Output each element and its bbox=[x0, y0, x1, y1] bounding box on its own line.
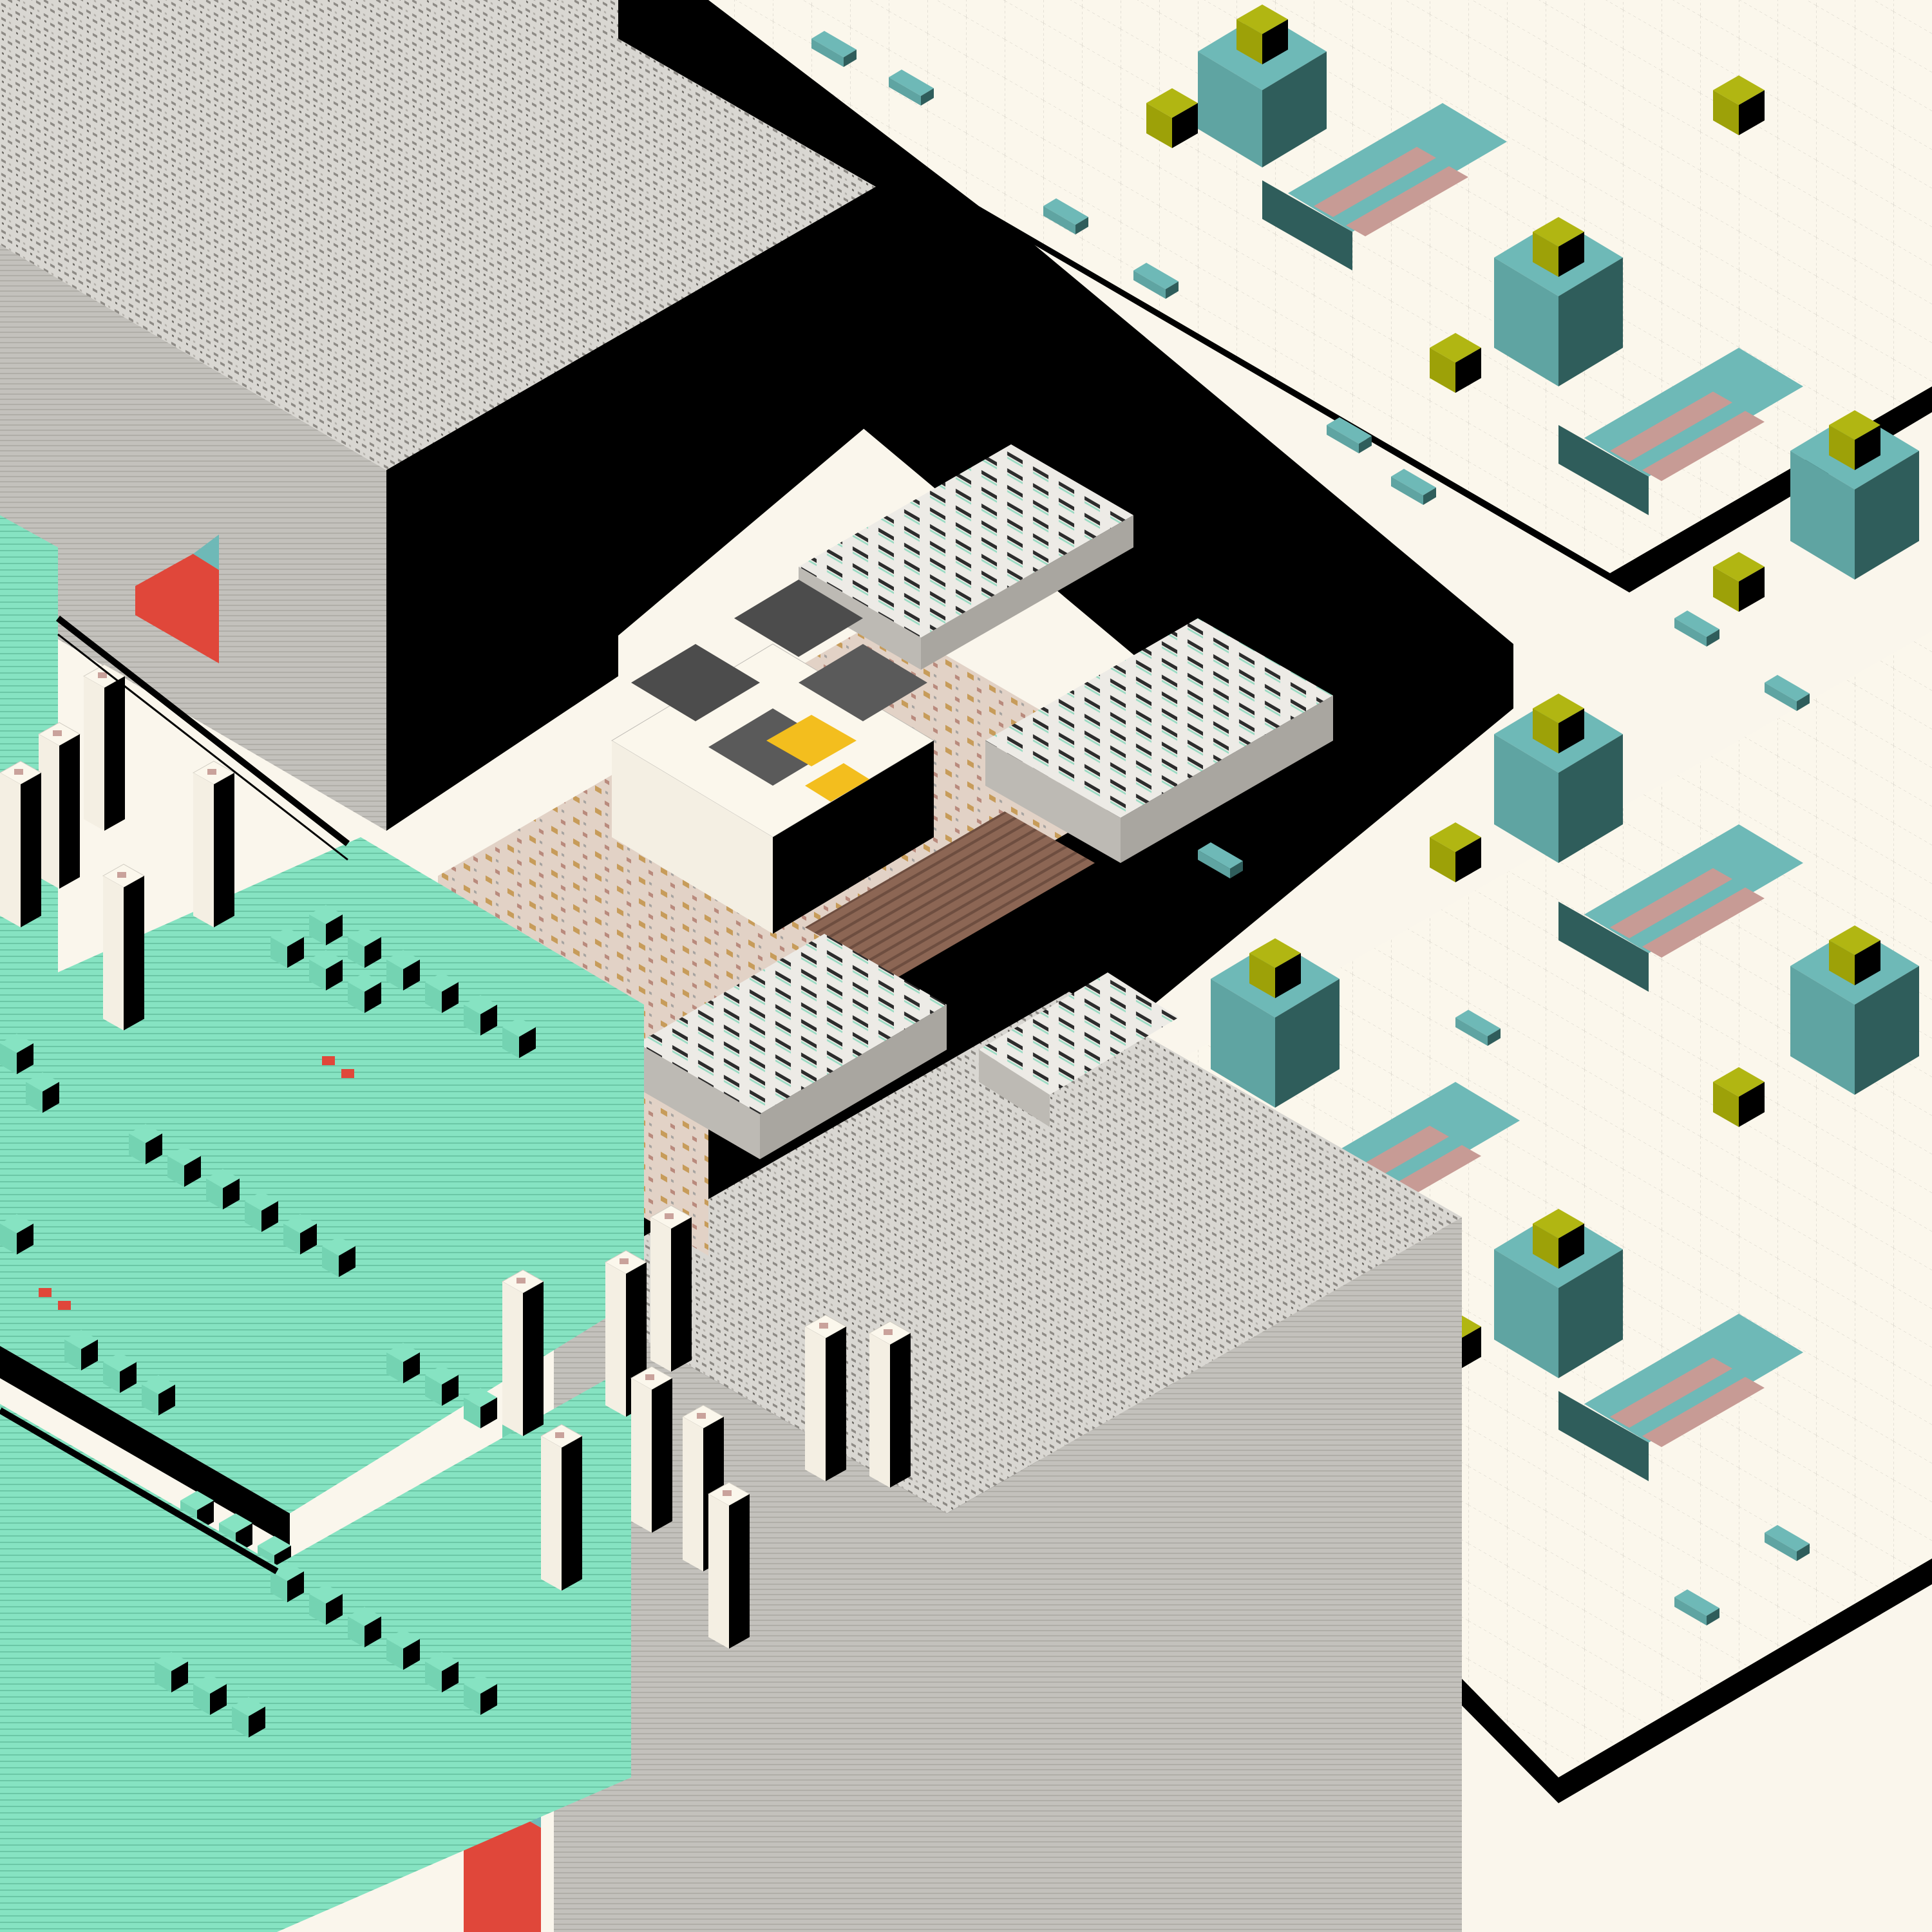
teal-courtyard bbox=[1262, 103, 1507, 270]
yellow-block bbox=[766, 715, 869, 802]
teal-courtyard bbox=[1558, 348, 1803, 515]
mint-district-lower bbox=[0, 1365, 631, 1932]
teal-block bbox=[1494, 694, 1623, 863]
teal-block bbox=[1494, 217, 1623, 386]
row-building bbox=[638, 934, 947, 1159]
grey-mass-lower bbox=[554, 992, 1462, 1932]
teal-block bbox=[1790, 410, 1919, 580]
teal-courtyard bbox=[1558, 1314, 1803, 1481]
road-edge-lines bbox=[0, 616, 350, 1575]
teal-courtyard bbox=[1558, 824, 1803, 992]
teal-block bbox=[1198, 5, 1327, 167]
teal-block bbox=[1211, 938, 1340, 1108]
grey-mass-upper bbox=[0, 0, 876, 831]
row-building bbox=[985, 618, 1333, 863]
teal-block bbox=[1494, 1209, 1623, 1378]
red-block bbox=[135, 535, 219, 663]
row-building bbox=[979, 972, 1179, 1127]
dark-channel bbox=[386, 0, 1513, 1932]
teal-block bbox=[1790, 925, 1919, 1095]
